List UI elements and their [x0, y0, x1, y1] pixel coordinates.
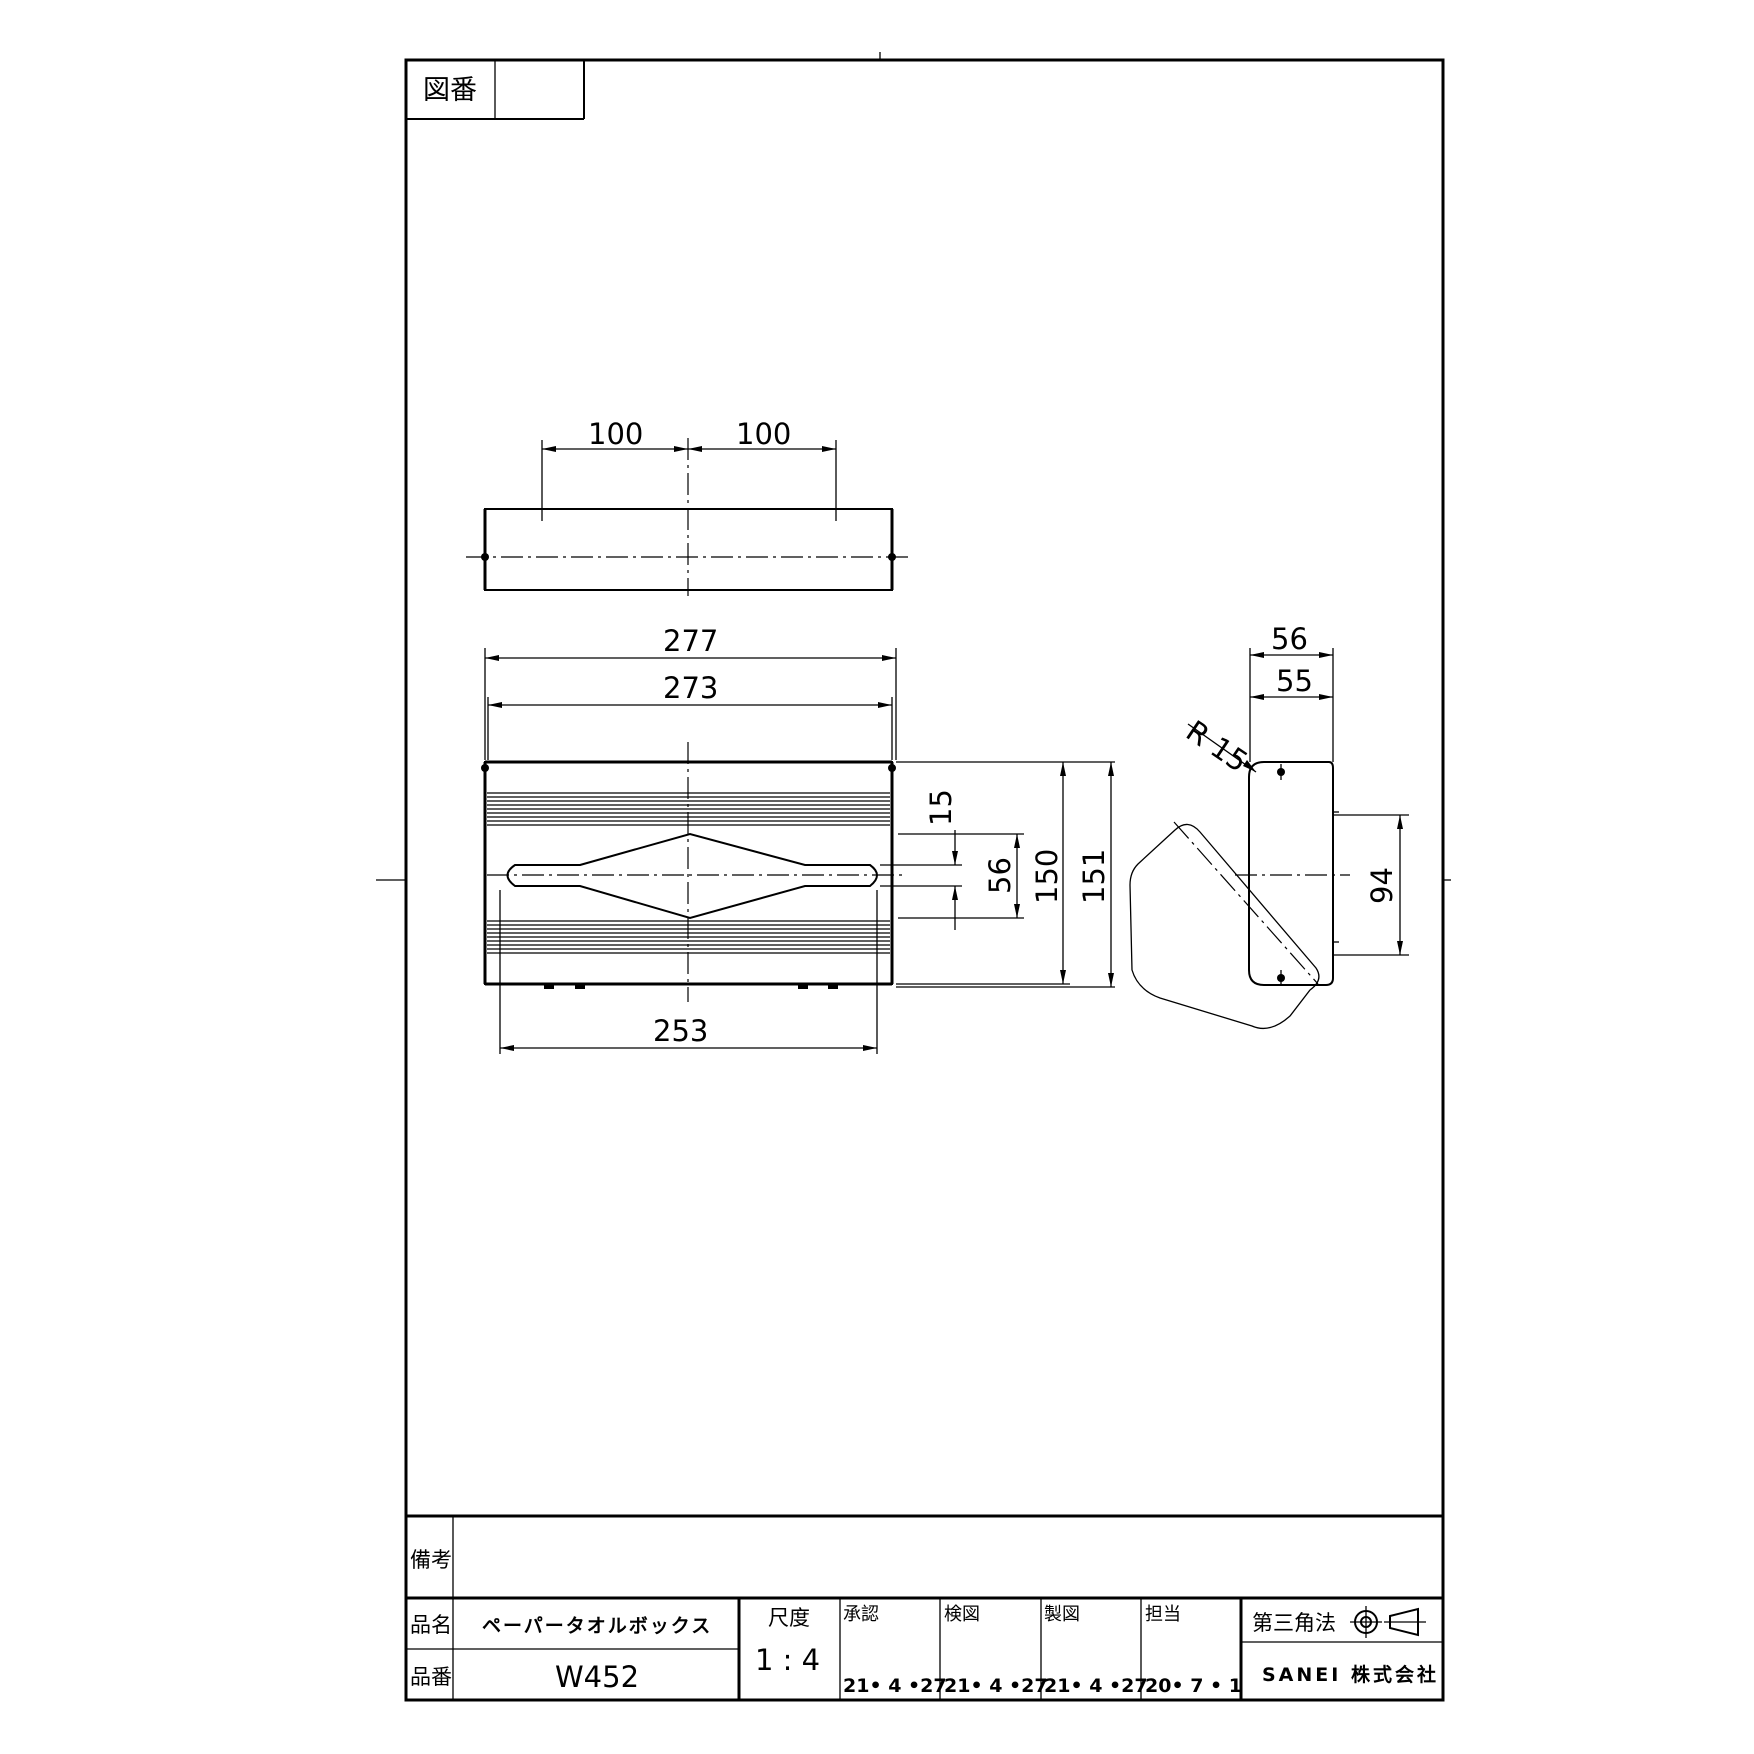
remarks-label: 備考: [410, 1548, 452, 1572]
dim-100-left: 100: [588, 417, 643, 451]
approval-date: 21• 4 •27: [843, 1675, 947, 1697]
dim-radius: R 15: [1180, 714, 1254, 779]
hole-mark: [888, 553, 896, 561]
drafted-label: 製図: [1044, 1604, 1080, 1625]
dim-side-56: 56: [1271, 622, 1308, 656]
dim-15: 15: [924, 789, 958, 826]
charge-label: 担当: [1145, 1604, 1181, 1625]
projection-label: 第三角法: [1252, 1611, 1336, 1635]
dim-253: 253: [653, 1014, 708, 1048]
dim-150: 150: [1030, 849, 1064, 904]
product-number: W452: [555, 1660, 639, 1694]
dim-277: 277: [663, 624, 718, 658]
dispensing-opening: [506, 832, 878, 920]
drawing-number-label: 図番: [423, 75, 477, 106]
drafted-date: 21• 4 •27: [1044, 1675, 1148, 1697]
approval-label: 承認: [843, 1604, 879, 1625]
dim-100-right: 100: [736, 417, 791, 451]
side-view: 56 55 R 15 94: [1129, 622, 1409, 1030]
drawing-number-box: 図番: [406, 60, 585, 120]
dim-273: 273: [663, 671, 718, 705]
title-block: 備考 品名 ペーパータオルボックス 品番 W452 尺度 1 : 4 承認 21…: [406, 1514, 1443, 1700]
company-name: SANEI 株式会社: [1262, 1663, 1439, 1686]
front-view: 277 273 253 15 56: [481, 624, 1115, 1054]
charge-date: 20• 7 • 1: [1145, 1675, 1242, 1697]
product-name: ペーパータオルボックス: [482, 1615, 712, 1637]
check-date: 21• 4 •27: [944, 1675, 1048, 1697]
scale-label: 尺度: [768, 1606, 810, 1630]
dim-151: 151: [1077, 849, 1111, 904]
product-name-label: 品名: [410, 1613, 452, 1637]
dim-side-55: 55: [1276, 664, 1313, 698]
top-view: 100 100: [466, 417, 911, 596]
sheet-border: [404, 58, 1445, 1702]
lid-pivot-line: [1173, 821, 1319, 985]
scale-value: 1 : 4: [755, 1643, 820, 1677]
third-angle-projection-icon: [1350, 1606, 1426, 1638]
product-number-label: 品番: [410, 1665, 452, 1689]
open-lid-outline: [1129, 823, 1320, 1030]
check-label: 検図: [944, 1604, 980, 1625]
dim-56: 56: [983, 857, 1017, 894]
side-body-outline: [1248, 761, 1334, 986]
hole-mark: [481, 553, 489, 561]
dim-side-94: 94: [1365, 867, 1399, 904]
